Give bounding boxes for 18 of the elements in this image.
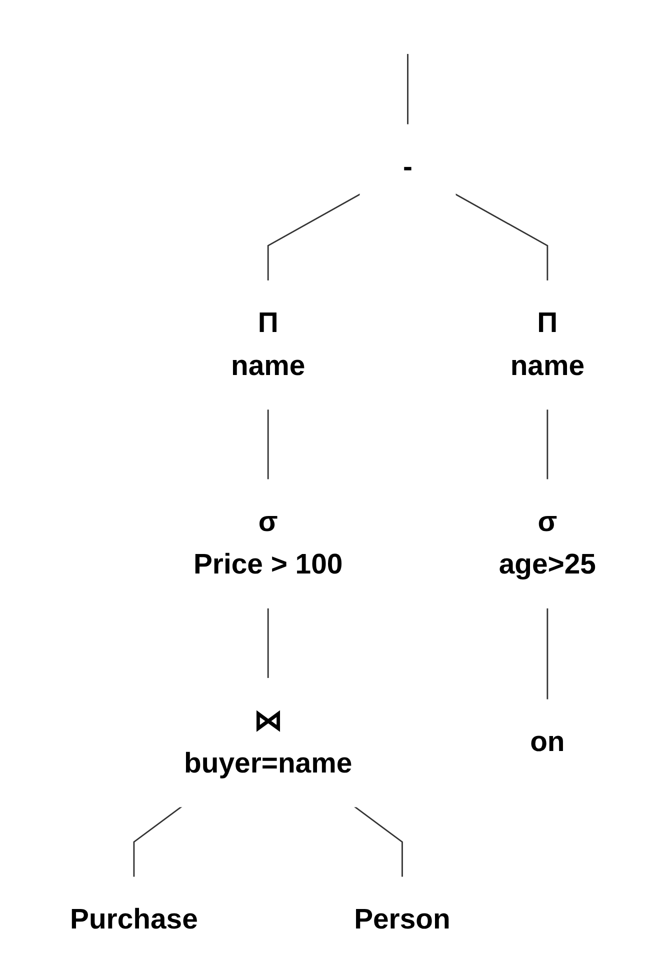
connector xyxy=(546,408,548,480)
connector xyxy=(407,54,408,125)
connector xyxy=(546,608,548,700)
connector xyxy=(267,608,269,679)
node-text: Π name xyxy=(510,308,585,382)
node-text: Person xyxy=(354,904,450,936)
node-text: Π name xyxy=(230,308,306,382)
node-text: on xyxy=(530,726,565,758)
node-text: Purchase xyxy=(70,904,198,936)
connector xyxy=(354,806,403,878)
connector xyxy=(133,806,182,878)
node-text: - xyxy=(403,152,412,184)
node-text: σ Price > 100 xyxy=(193,506,343,581)
connector xyxy=(267,193,361,282)
node-text: ⋈ buyer=name xyxy=(184,706,352,780)
node-text: σ age>25 xyxy=(498,506,596,581)
connector xyxy=(454,193,548,282)
connector xyxy=(267,408,269,480)
